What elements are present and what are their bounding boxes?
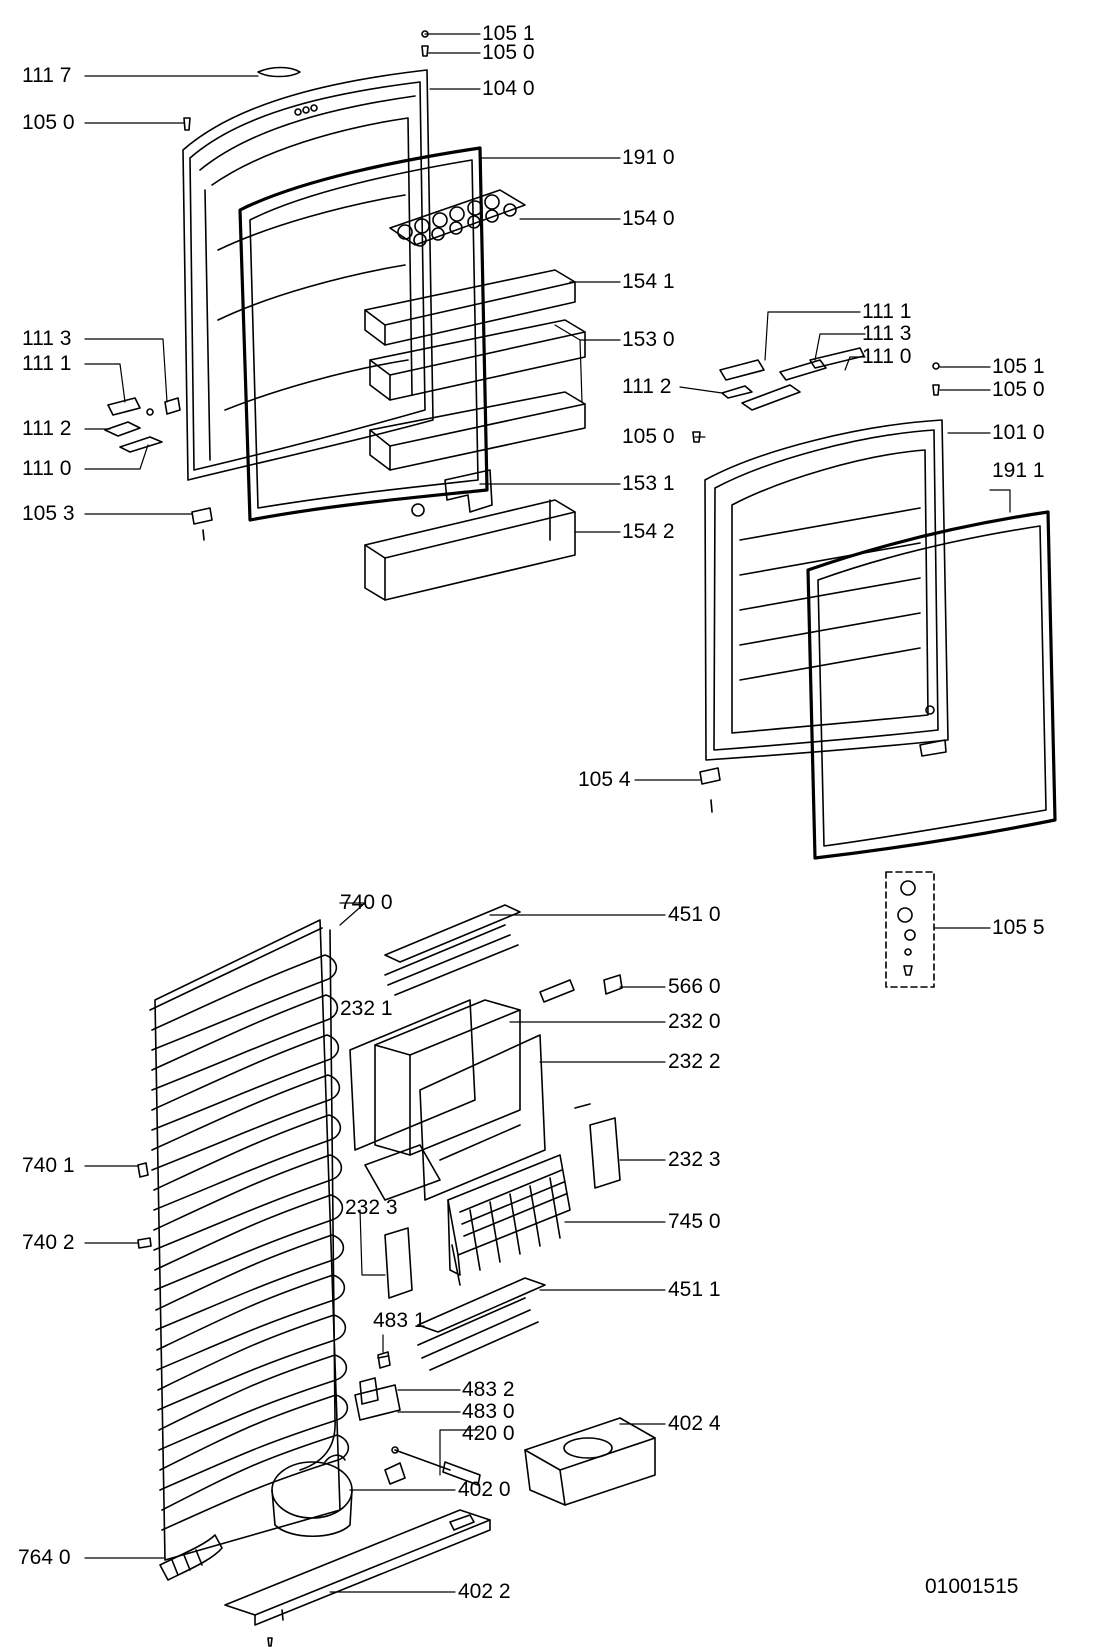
bottle-divider	[411, 469, 493, 517]
callout-111-1: 111 1	[22, 352, 72, 375]
hinge-kit-box	[885, 871, 935, 988]
callout-740-2: 740 2	[22, 1231, 75, 1254]
housing-insulation	[349, 999, 476, 1151]
callout-232-3: 232 3	[345, 1196, 398, 1219]
callout-111-1: 111 1	[862, 300, 912, 323]
insulation-block-right	[574, 1103, 621, 1189]
callout-232-0: 232 0	[668, 1010, 721, 1033]
callout-740-0: 740 0	[340, 891, 393, 914]
hinge-bottom-right	[699, 705, 947, 813]
callout-402-2: 402 2	[458, 1580, 511, 1603]
door-panel	[182, 69, 434, 481]
callout-105-1: 105 1	[992, 355, 1045, 378]
callout-111-7: 111 7	[22, 64, 72, 87]
drip-tray	[524, 1417, 656, 1506]
callout-153-1: 153 1	[622, 472, 675, 495]
callout-745-0: 745 0	[668, 1210, 721, 1233]
door-bin-bottom	[364, 499, 576, 601]
capillary-line	[384, 1446, 481, 1486]
screws-right	[692, 362, 940, 443]
door-shelf-middle	[369, 319, 586, 401]
evaporator-plate-lower	[417, 1277, 546, 1371]
callout-105-5: 105 5	[992, 916, 1045, 939]
callout-111-0: 111 0	[862, 345, 912, 368]
callout-153-0: 153 0	[622, 328, 675, 351]
evaporator-plate-upper	[384, 904, 521, 996]
callout-566-0: 566 0	[668, 975, 721, 998]
callout-111-2: 111 2	[22, 417, 72, 440]
door-gasket	[238, 146, 489, 522]
housing-tray	[364, 1144, 441, 1201]
callout-402-0: 402 0	[458, 1478, 511, 1501]
door-shelf-lower	[369, 391, 586, 471]
callout-111-0: 111 0	[22, 457, 72, 480]
evaporator-housing	[374, 999, 521, 1156]
compressor-baseplate	[224, 1509, 491, 1626]
baseplate-screw	[267, 1637, 273, 1647]
callout-105-4: 105 4	[578, 768, 631, 791]
callout-104-0: 104 0	[482, 77, 535, 100]
hinge-bottom-left	[191, 507, 213, 541]
callout-483-1: 483 1	[373, 1309, 426, 1332]
refrigeration-system	[137, 904, 656, 1647]
callout-101-0: 101 0	[992, 421, 1045, 444]
callout-232-1: 232 1	[340, 997, 393, 1020]
document-number: 01001515	[925, 1575, 1019, 1598]
callout-402-4: 402 4	[668, 1412, 721, 1435]
evaporator-core	[447, 1154, 571, 1286]
filter-dryer	[159, 1534, 223, 1581]
condenser-clip-upper	[137, 1162, 149, 1178]
door-shelf-upper	[364, 269, 576, 346]
freezer-door-panel	[704, 419, 949, 761]
condenser-coil	[149, 919, 350, 1561]
freezer-door-assembly	[692, 347, 1057, 988]
screws-top-left	[183, 30, 429, 131]
housing-cover	[419, 1034, 546, 1201]
callout-105-0: 105 0	[992, 378, 1045, 401]
callout-105-3: 105 3	[22, 502, 75, 525]
callout-232-2: 232 2	[668, 1050, 721, 1073]
callout-154-0: 154 0	[622, 207, 675, 230]
callout-420-0: 420 0	[462, 1422, 515, 1445]
hinge-set-left	[104, 397, 181, 453]
callout-154-2: 154 2	[622, 520, 675, 543]
callout-154-1: 154 1	[622, 270, 675, 293]
callout-105-0: 105 0	[22, 111, 75, 134]
callout-191-0: 191 0	[622, 146, 675, 169]
clamp-part	[449, 1514, 475, 1531]
callout-105-1: 105 1	[482, 22, 535, 45]
callout-764-0: 764 0	[18, 1546, 71, 1569]
callout-105-0: 105 0	[622, 425, 675, 448]
callout-451-0: 451 0	[668, 903, 721, 926]
egg-tray	[389, 189, 526, 247]
fridge-door-assembly	[104, 30, 586, 601]
callout-111-2: 111 2	[622, 375, 672, 398]
callout-105-0: 105 0	[482, 41, 535, 64]
hinge-set-right	[719, 347, 865, 411]
leader-lines	[84, 33, 1011, 1593]
callout-451-1: 451 1	[668, 1278, 721, 1301]
callout-483-0: 483 0	[462, 1400, 515, 1423]
callout-111-3: 111 3	[22, 327, 72, 350]
callout-232-3: 232 3	[668, 1148, 721, 1171]
freezer-door-gasket	[806, 510, 1057, 860]
callout-191-1: 191 1	[992, 459, 1045, 482]
door-badge	[257, 66, 301, 78]
thermostat-box	[354, 1351, 401, 1421]
condenser-clip-lower	[137, 1237, 152, 1249]
callout-740-1: 740 1	[22, 1154, 75, 1177]
callout-111-3: 111 3	[862, 322, 912, 345]
insulation-block-left	[384, 1227, 413, 1299]
thermostat-part	[539, 974, 623, 1003]
callout-483-2: 483 2	[462, 1378, 515, 1401]
